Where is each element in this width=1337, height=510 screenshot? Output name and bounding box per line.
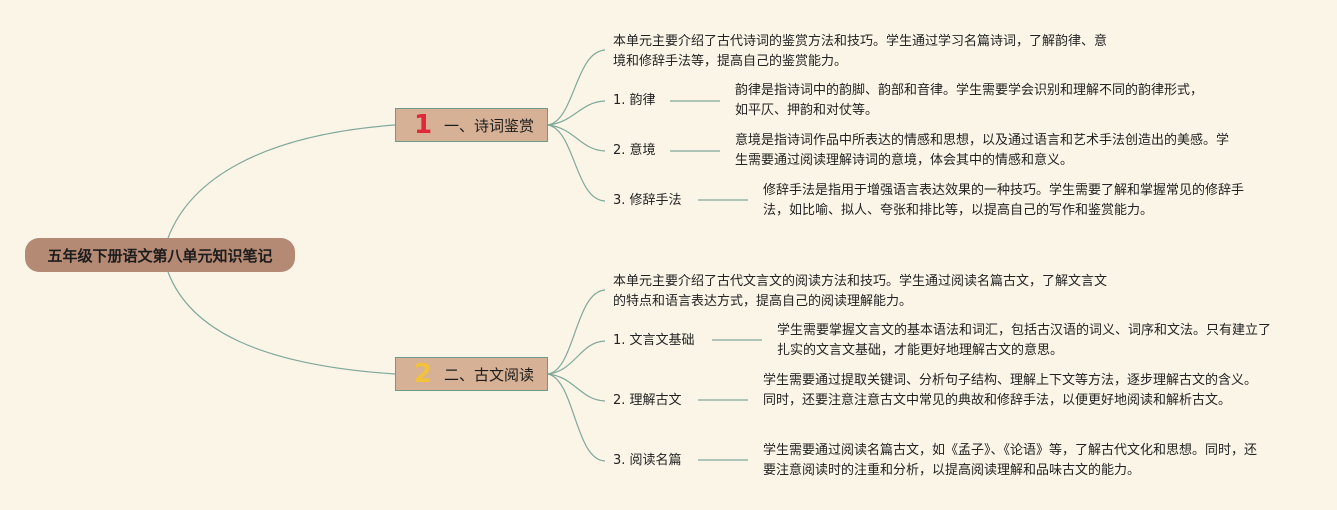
connector-root-branch-2 bbox=[167, 271, 396, 375]
connector-b1-summary bbox=[547, 49, 606, 126]
number-1-icon: 1 bbox=[413, 110, 433, 140]
branch-label: 一、诗词鉴赏 bbox=[444, 116, 535, 135]
topic-detail-understanding: 学生需要通过提取关键词、分析句子结构、理解上下文等方法，逐步理解古文的含义。同时… bbox=[763, 373, 1258, 408]
topic-detail-rhetoric: 修辞手法是指用于增强语言表达效果的一种技巧。学生需要了解和掌握常见的修辞手法，如… bbox=[763, 183, 1245, 218]
connector-b2-summary bbox=[547, 289, 606, 375]
topic-label-mood: 2. 意境 bbox=[613, 143, 656, 158]
topic-detail-reading: 学生需要通过阅读名篇古文，如《孟子》、《论语》等，了解古代文化和思想。同时，还要… bbox=[763, 443, 1258, 478]
branch-node-classical[interactable]: 2 二、古文阅读 bbox=[395, 357, 548, 391]
root-node[interactable]: 五年级下册语文第八单元知识笔记 bbox=[25, 238, 295, 272]
topic-label-reading: 3. 阅读名篇 bbox=[613, 453, 682, 468]
topic-detail-rhythm: 韵律是指诗词中的韵脚、韵部和音律。学生需要学会识别和理解不同的韵律形式，如平仄、… bbox=[735, 83, 1204, 118]
topic-label-understanding: 2. 理解古文 bbox=[613, 393, 682, 408]
branch-summary: 本单元主要介绍了古代文言文的阅读方法和技巧。学生通过阅读名篇古文，了解文言文的特… bbox=[613, 274, 1108, 309]
topic-detail-mood: 意境是指诗词作品中所表达的情感和思想，以及通过语言和艺术手法创造出的美感。学生需… bbox=[735, 133, 1230, 168]
branch-label: 二、古文阅读 bbox=[444, 365, 535, 384]
root-label: 五年级下册语文第八单元知识笔记 bbox=[47, 246, 273, 265]
connector-b2-item1 bbox=[547, 340, 606, 375]
connector-b2-item2 bbox=[547, 373, 606, 402]
branch-node-poetry[interactable]: 1 一、诗词鉴赏 bbox=[395, 108, 548, 142]
connector-b1-item1 bbox=[547, 100, 606, 126]
connector-root-branch-1 bbox=[167, 124, 396, 239]
connector-b2-item3 bbox=[547, 373, 606, 462]
number-2-icon: 2 bbox=[413, 359, 433, 389]
connector-b1-item3 bbox=[547, 124, 606, 202]
topic-label-rhythm: 1. 韵律 bbox=[613, 93, 656, 108]
connector-b1-item2 bbox=[547, 124, 606, 152]
topic-detail-basics: 学生需要掌握文言文的基本语法和词汇，包括古汉语的词义、词序和文法。只有建立了扎实… bbox=[777, 323, 1272, 358]
topic-label-basics: 1. 文言文基础 bbox=[613, 333, 695, 348]
branch-summary: 本单元主要介绍了古代诗词的鉴赏方法和技巧。学生通过学习名篇诗词，了解韵律、意境和… bbox=[613, 34, 1108, 69]
topic-label-rhetoric: 3. 修辞手法 bbox=[613, 193, 682, 208]
